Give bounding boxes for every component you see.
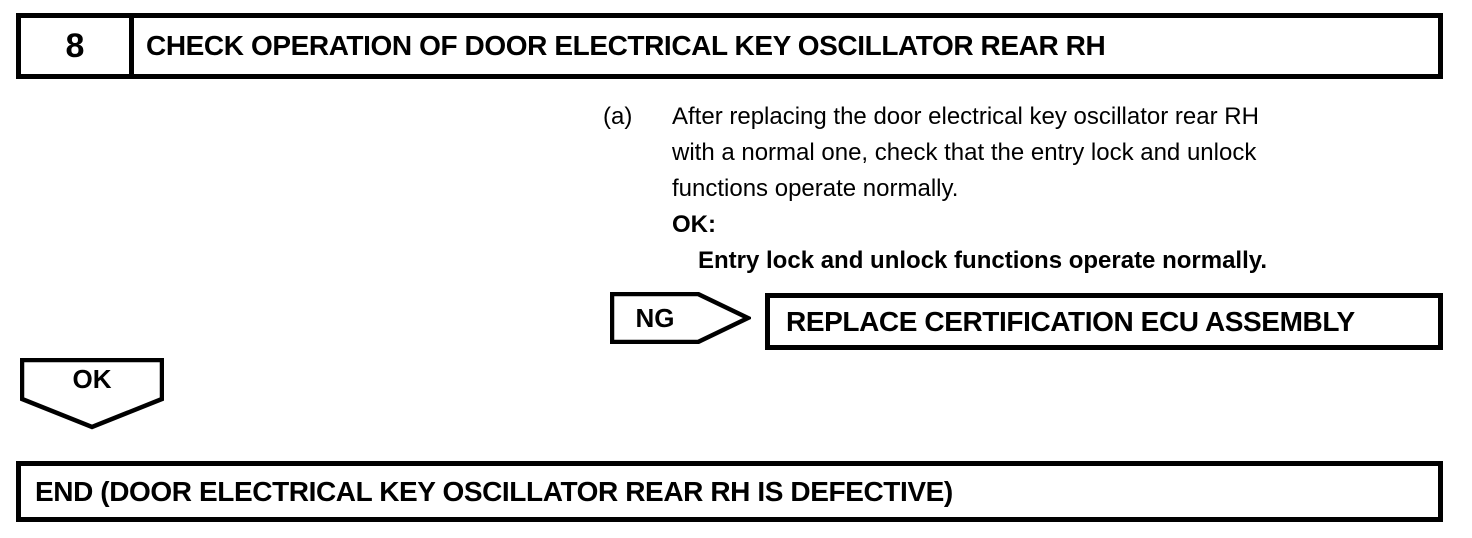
end-result-text: END (DOOR ELECTRICAL KEY OSCILLATOR REAR… bbox=[35, 475, 953, 507]
instruction-marker: (a) bbox=[603, 103, 633, 130]
ok-condition-label: OK: bbox=[672, 211, 716, 238]
step-title: CHECK OPERATION OF DOOR ELECTRICAL KEY O… bbox=[146, 30, 1106, 61]
ng-connector-label: NG bbox=[635, 302, 675, 333]
ok-connector-label: OK bbox=[72, 363, 112, 394]
end-result-box: END (DOOR ELECTRICAL KEY OSCILLATOR REAR… bbox=[16, 461, 1443, 522]
instruction-block: (a) After replacing the door electrical … bbox=[603, 99, 1433, 279]
instruction-text: After replacing the door electrical key … bbox=[672, 99, 1433, 279]
ok-connector: OK bbox=[20, 358, 164, 430]
step-header-box: 8 CHECK OPERATION OF DOOR ELECTRICAL KEY… bbox=[16, 13, 1443, 79]
ok-condition-criteria: Entry lock and unlock functions operate … bbox=[698, 247, 1267, 274]
instruction-line: After replacing the door electrical key … bbox=[672, 103, 1259, 130]
step-number: 8 bbox=[21, 18, 134, 74]
ng-arrow-icon bbox=[610, 292, 751, 344]
ok-arrow-icon bbox=[20, 358, 164, 430]
instruction-line: functions operate normally. bbox=[672, 175, 959, 202]
ng-action-box: REPLACE CERTIFICATION ECU ASSEMBLY bbox=[765, 293, 1443, 350]
instruction-line: with a normal one, check that the entry … bbox=[672, 139, 1257, 166]
ng-action-text: REPLACE CERTIFICATION ECU ASSEMBLY bbox=[786, 305, 1355, 337]
ng-connector: NG bbox=[610, 292, 751, 344]
